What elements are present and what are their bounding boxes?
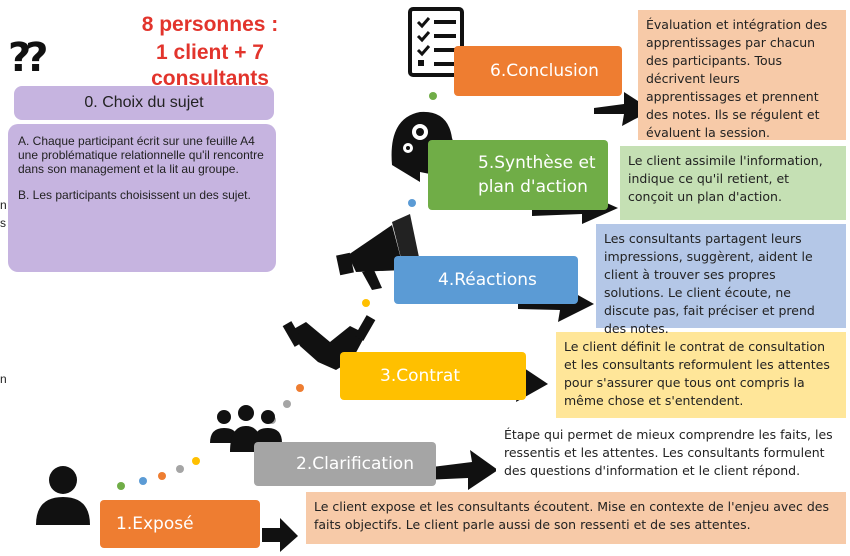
step-3-bar: 3.Contrat [340,352,526,400]
megaphone-icon [336,214,420,290]
path-dot [176,465,184,473]
step-3-description: Le client définit le contrat de consulta… [556,332,846,418]
arrow-icon [424,450,498,490]
step-6-description: Évaluation et intégration des apprentiss… [638,10,846,140]
path-dot [192,457,200,465]
choix-sujet-title: 0. Choix du sujet [14,86,274,120]
step-2-description: Étape qui permet de mieux comprendre les… [496,420,846,486]
path-dot [362,299,370,307]
choix-sujet-b: B. Les participants choisissent un des s… [18,188,251,202]
header-line-2: 1 client + 7 consultants [151,41,269,90]
group-icon [210,405,282,452]
step-1-description: Le client expose et les consultants écou… [306,492,846,544]
step-2-bar: 2.Clarification [254,442,436,486]
choix-sujet-box: A. Chaque participant écrit sur une feui… [8,124,276,272]
path-dot [429,92,437,100]
step-1-bar: 1.Exposé [100,500,260,548]
path-dot [117,482,125,490]
path-dot [296,384,304,392]
path-dots [117,92,437,490]
edge-letter: n [0,198,7,212]
edge-letter: s [0,216,6,230]
step-4-description: Les consultants partagent leurs impressi… [596,224,846,336]
header-line-1: 8 personnes : [141,13,279,36]
path-dot [283,400,291,408]
path-dot [408,199,416,207]
step-6-bar: 6.Conclusion [454,46,622,96]
path-dot [139,477,147,485]
question-marks-icon: ?? [8,35,48,81]
step-5-description: Le client assimile l'information, indiqu… [620,146,846,220]
arrow-icon [594,92,652,126]
path-dot [158,472,166,480]
step-5-bar: 5.Synthèse et plan d'action [428,140,608,210]
choix-sujet-a: A. Chaque participant écrit sur une feui… [18,134,264,176]
edge-letter: n [0,372,7,386]
checklist-icon [408,7,464,77]
step-4-bar: 4.Réactions [394,256,578,304]
person-icon [36,466,90,525]
arrow-icon [262,518,298,552]
